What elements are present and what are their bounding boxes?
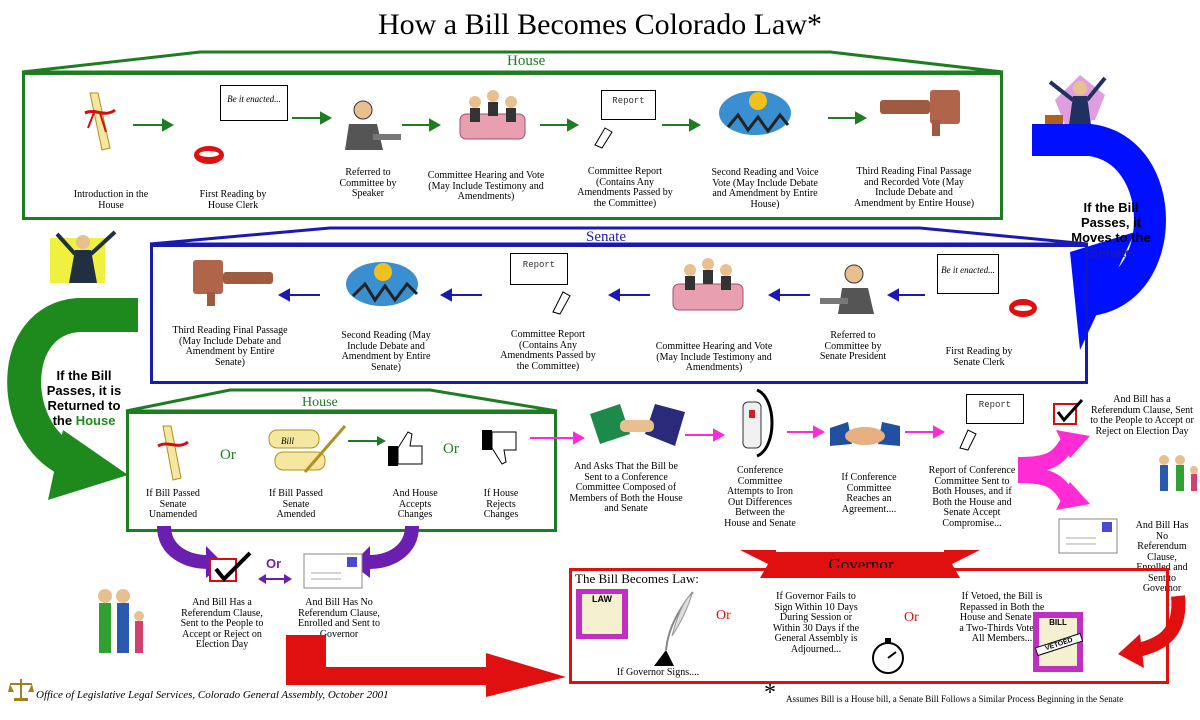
- family-icon: [93, 586, 149, 658]
- handshake-tug-icon: [590, 404, 685, 450]
- envelope-icon: [1058, 518, 1118, 554]
- scales-logo-icon: [8, 676, 34, 702]
- right-referendum-label: And Bill has a Referendum Clause, Sent t…: [1090, 395, 1194, 437]
- footnote-text: Assumes Bill is a House bill, a Senate B…: [786, 694, 1123, 704]
- becomes-law-title: The Bill Becomes Law:: [575, 571, 699, 587]
- conference-label: Conference Committee Attempts to Iron Ou…: [723, 466, 797, 529]
- law-certificate: LAW: [576, 589, 628, 639]
- governor-option-label: If Governor Signs....: [598, 668, 718, 679]
- governor-option-label: If Governor Fails to Sign Within 10 Days…: [768, 592, 864, 655]
- hand-holding-report-icon: [956, 424, 982, 450]
- red-arrow-to-governor: [286, 635, 570, 697]
- left-referendum-label: And Bill Has a Referendum Clause, Sent t…: [172, 598, 272, 651]
- purple-double-arrow: [258, 572, 292, 586]
- report-paper: Report: [966, 394, 1024, 424]
- conference-label: If Conference Committee Reaches an Agree…: [832, 473, 906, 515]
- purple-curved-arrows: [148, 522, 433, 578]
- stopwatch-icon: [868, 636, 908, 676]
- or-label: Or: [716, 608, 731, 624]
- magenta-fork-arrow: [1018, 430, 1090, 510]
- checkmark-box-icon: [208, 551, 256, 585]
- footnote-asterisk: *: [764, 680, 776, 707]
- or-label: Or: [266, 556, 281, 571]
- or-label: Or: [904, 610, 919, 626]
- left-no-referendum-label: And Bill Has No Referendum Clause, Enrol…: [294, 598, 384, 640]
- quill-inkwell-icon: [648, 590, 698, 668]
- conference-label: And Asks That the Bill be Sent to a Conf…: [568, 462, 684, 515]
- iron-icon: [737, 388, 777, 458]
- envelope-icon: [303, 553, 363, 589]
- handshake-icon: [830, 414, 900, 454]
- law-word: LAW: [582, 594, 622, 634]
- checkmark-box-icon: [1052, 398, 1086, 428]
- conference-label: Report of Conference Committee Sent to B…: [928, 466, 1016, 529]
- footer-credit: Office of Legislative Legal Services, Co…: [36, 689, 389, 701]
- family-icon: [1154, 452, 1200, 494]
- vetoed-bill-icon: BILL VETOED: [1033, 612, 1083, 672]
